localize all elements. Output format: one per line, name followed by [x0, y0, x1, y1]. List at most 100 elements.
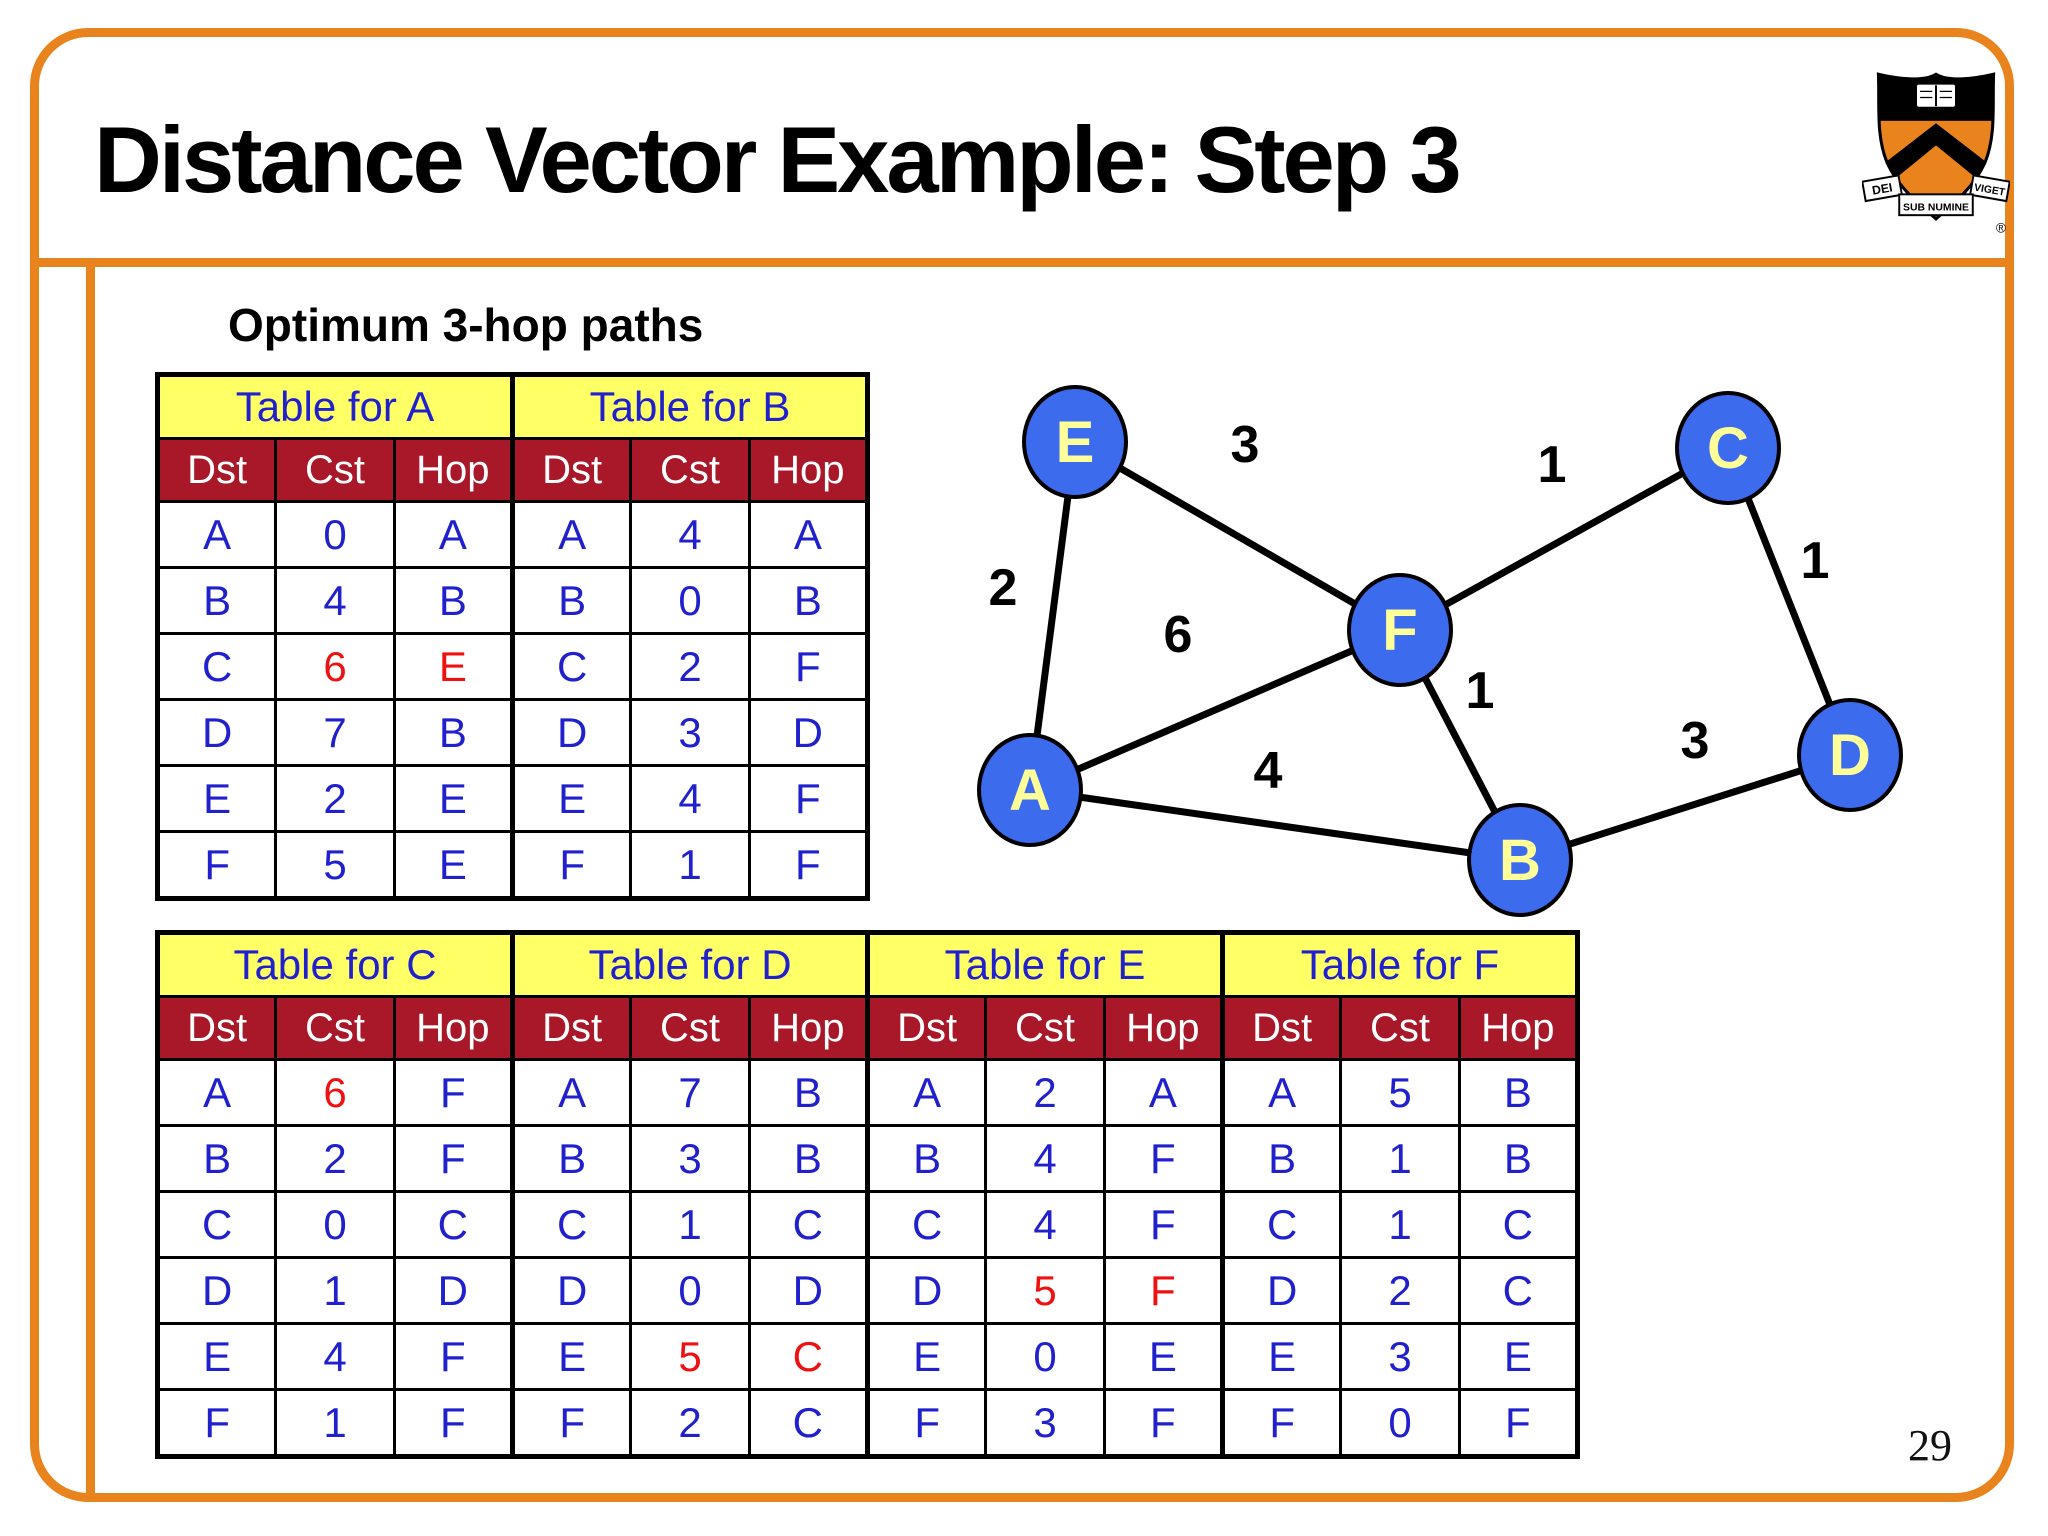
table-cell: C — [747, 1322, 870, 1391]
table-cell: E — [155, 764, 278, 833]
table-cell: 2 — [984, 1058, 1106, 1127]
table-title: Table for C — [156, 931, 514, 998]
table-cell: 4 — [984, 1190, 1106, 1259]
table-cell: 1 — [274, 1256, 396, 1325]
table-cell: F — [510, 830, 633, 900]
column-header: Hop — [747, 995, 870, 1061]
table-cell: A — [155, 500, 278, 569]
table-cell: E — [392, 632, 515, 701]
table-cell: B — [747, 566, 870, 635]
princeton-crest-logo: DEI VIGET SUB NUMINE ® — [1862, 72, 2010, 235]
table-cell: 2 — [629, 632, 751, 701]
table-cell: 5 — [274, 830, 396, 900]
table-cell: A — [865, 1058, 988, 1127]
table-cell: 0 — [629, 566, 751, 635]
table-cell: D — [865, 1256, 988, 1325]
table-cell: 1 — [274, 1388, 396, 1458]
table-cell: F — [155, 830, 278, 900]
table-cell: E — [865, 1322, 988, 1391]
title-divider-rule — [30, 258, 2014, 267]
table-cell: 4 — [629, 764, 751, 833]
table-cell: E — [510, 1322, 633, 1391]
table-cell: A — [155, 1058, 278, 1127]
motto-banner: DEI VIGET SUB NUMINE — [1862, 174, 2010, 217]
table-cell: C — [747, 1190, 870, 1259]
table-cell: 1 — [1339, 1190, 1461, 1259]
table-cell: D — [392, 1256, 515, 1325]
table-cell: D — [155, 698, 278, 767]
table-cell: E — [1220, 1322, 1343, 1391]
table-cell: F — [1220, 1388, 1343, 1458]
table-cell: 6 — [274, 632, 396, 701]
shield-outline — [1876, 72, 1996, 221]
table-title: Table for A — [156, 373, 514, 440]
table-cell: B — [747, 1058, 870, 1127]
table-cell: C — [392, 1190, 515, 1259]
table-cell: D — [510, 698, 633, 767]
registered-trademark-icon: ® — [1996, 220, 2006, 235]
table-cell: B — [747, 1124, 870, 1193]
table-cell: F — [747, 830, 870, 900]
table-cell: C — [747, 1388, 870, 1458]
table-cell: D — [155, 1256, 278, 1325]
table-cell: B — [155, 566, 278, 635]
table-cell: F — [510, 1388, 633, 1458]
table-cell: 5 — [629, 1322, 751, 1391]
table-cell: E — [392, 764, 515, 833]
column-header: Cst — [629, 995, 751, 1061]
table-cell: 7 — [629, 1058, 751, 1127]
column-header: Cst — [274, 437, 396, 503]
table-cell: 6 — [274, 1058, 396, 1127]
column-header: Dst — [865, 995, 988, 1061]
table-cell: F — [392, 1388, 515, 1458]
column-header: Hop — [392, 995, 515, 1061]
table-cell: F — [392, 1322, 515, 1391]
table-cell: E — [155, 1322, 278, 1391]
left-accent-rule — [86, 258, 95, 1502]
table-title: Table for E — [866, 931, 1224, 998]
table-cell: B — [510, 566, 633, 635]
column-header: Cst — [984, 995, 1106, 1061]
section-heading: Optimum 3-hop paths — [228, 299, 704, 351]
table-cell: F — [1457, 1388, 1580, 1458]
table-cell: F — [1102, 1190, 1225, 1259]
table-cell: 0 — [984, 1322, 1106, 1391]
table-cell: F — [392, 1124, 515, 1193]
column-header: Hop — [1457, 995, 1580, 1061]
table-title: Table for F — [1221, 931, 1579, 998]
table-cell: E — [392, 830, 515, 900]
table-cell: C — [865, 1190, 988, 1259]
motto-right: VIGET — [1973, 182, 2006, 198]
table-cell: B — [510, 1124, 633, 1193]
table-cell: D — [1220, 1256, 1343, 1325]
table-cell: 2 — [274, 1124, 396, 1193]
motto-left: DEI — [1871, 180, 1894, 197]
table-cell: 5 — [984, 1256, 1106, 1325]
table-cell: F — [747, 764, 870, 833]
column-header: Hop — [747, 437, 870, 503]
slide-border-frame — [30, 28, 2014, 1502]
table-cell: E — [1102, 1322, 1225, 1391]
table-cell: 1 — [629, 1190, 751, 1259]
table-cell: F — [1102, 1124, 1225, 1193]
table-cell: 3 — [1339, 1322, 1461, 1391]
slide-title: Distance Vector Example: Step 3 — [94, 107, 1462, 212]
table-cell: 0 — [274, 1190, 396, 1259]
table-cell: A — [510, 1058, 633, 1127]
shield-chevron — [1882, 123, 1990, 190]
table-cell: F — [865, 1388, 988, 1458]
column-header: Cst — [274, 995, 396, 1061]
table-title: Table for D — [511, 931, 869, 998]
table-cell: 4 — [629, 500, 751, 569]
table-cell: C — [510, 1190, 633, 1259]
table-cell: E — [510, 764, 633, 833]
table-cell: 1 — [1339, 1124, 1461, 1193]
